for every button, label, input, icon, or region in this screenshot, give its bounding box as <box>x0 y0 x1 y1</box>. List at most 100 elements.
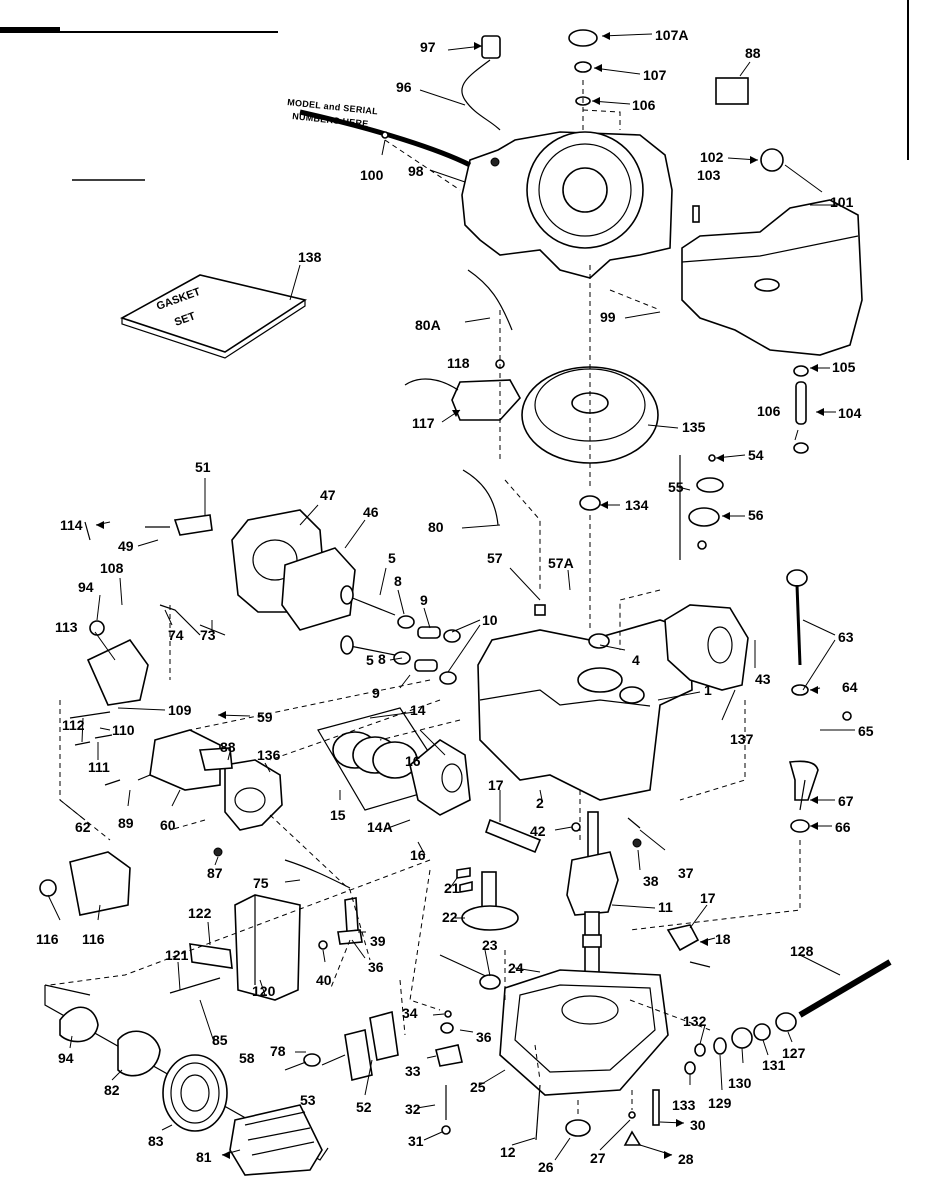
part-label-74: 74 <box>168 627 184 643</box>
part-label-136: 136 <box>257 747 281 763</box>
part-label-53: 53 <box>300 1092 316 1108</box>
part-label-40: 40 <box>316 972 332 988</box>
part-label-37: 37 <box>678 865 694 881</box>
part-label-32: 32 <box>405 1101 421 1117</box>
breather-assembly <box>579 454 724 560</box>
leader-lines <box>47 33 855 1161</box>
part-label-64: 64 <box>842 679 858 695</box>
part-label-110: 110 <box>112 722 135 738</box>
part-label-31: 31 <box>408 1133 424 1149</box>
gasket-set-box: GASKET SET <box>120 274 308 359</box>
part-label-5a: 5 <box>388 550 396 566</box>
part-label-25: 25 <box>470 1079 486 1095</box>
part-label-75: 75 <box>253 875 269 891</box>
part-label-94a: 94 <box>78 579 94 595</box>
part-label-17b: 17 <box>700 890 716 906</box>
air-cleaner <box>44 859 399 1176</box>
dipstick-tube <box>786 569 852 833</box>
part-label-114: 114 <box>60 517 83 533</box>
control-housing <box>664 604 749 691</box>
part-label-34: 34 <box>402 1005 418 1021</box>
part-label-23: 23 <box>482 937 498 953</box>
part-label-36b: 36 <box>476 1029 492 1045</box>
part-label-102: 102 <box>700 149 724 165</box>
part-label-36a: 36 <box>368 959 384 975</box>
part-label-127: 127 <box>782 1045 806 1061</box>
part-label-137: 137 <box>730 731 754 747</box>
crankcase <box>477 604 693 801</box>
linkage-brackets <box>39 604 226 916</box>
part-label-99: 99 <box>600 309 616 325</box>
part-label-80A: 80A <box>415 317 441 333</box>
part-label-100: 100 <box>360 167 384 183</box>
engine-base <box>499 969 669 1096</box>
part-label-134: 134 <box>625 497 649 513</box>
part-label-58: 58 <box>239 1050 255 1066</box>
crankshaft <box>566 811 711 983</box>
part-label-73: 73 <box>200 627 216 643</box>
part-label-107A: 107A <box>655 27 688 43</box>
part-label-132: 132 <box>683 1013 707 1029</box>
part-label-24: 24 <box>508 960 524 976</box>
part-label-88: 88 <box>745 45 761 61</box>
part-label-62: 62 <box>75 819 91 835</box>
part-label-16b: 16 <box>410 847 426 863</box>
part-label-33: 33 <box>405 1063 421 1079</box>
piston-rings <box>317 707 471 816</box>
part-label-101: 101 <box>830 194 854 210</box>
part-label-122: 122 <box>188 905 212 921</box>
part-label-66: 66 <box>835 819 851 835</box>
lower-small-parts <box>435 1010 660 1146</box>
part-label-21: 21 <box>444 880 460 896</box>
leader-arrowheads <box>96 32 824 1159</box>
part-label-117: 117 <box>412 415 435 431</box>
part-label-56: 56 <box>748 507 764 523</box>
part-label-47: 47 <box>320 487 336 503</box>
part-label-88b: 88 <box>220 739 236 755</box>
part-label-129: 129 <box>708 1095 732 1111</box>
part-label-135: 135 <box>682 419 706 435</box>
part-label-12: 12 <box>500 1144 516 1160</box>
part-label-15: 15 <box>330 807 346 823</box>
part-label-14A: 14A <box>367 819 393 835</box>
part-label-83: 83 <box>148 1133 164 1149</box>
fuel-line <box>793 365 809 454</box>
part-label-27: 27 <box>590 1150 606 1166</box>
part-label-30: 30 <box>690 1117 706 1133</box>
part-label-94b: 94 <box>58 1050 74 1066</box>
part-label-28: 28 <box>678 1151 694 1167</box>
part-label-121: 121 <box>165 947 189 963</box>
part-label-138: 138 <box>298 249 322 265</box>
blower-housing <box>461 131 673 279</box>
part-label-59: 59 <box>257 709 273 725</box>
part-label-9a: 9 <box>420 592 428 608</box>
part-label-14: 14 <box>410 702 426 718</box>
part-label-11: 11 <box>658 899 673 915</box>
part-label-42: 42 <box>530 823 546 839</box>
part-label-57A: 57A <box>548 555 574 571</box>
part-label-49: 49 <box>118 538 134 554</box>
part-label-112: 112 <box>62 717 85 733</box>
part-label-78: 78 <box>270 1043 286 1059</box>
part-label-128: 128 <box>790 943 814 959</box>
part-label-39: 39 <box>370 933 386 949</box>
part-label-87: 87 <box>207 865 223 881</box>
part-label-43: 43 <box>755 671 771 687</box>
part-label-131: 131 <box>762 1057 786 1073</box>
part-label-97: 97 <box>420 39 436 55</box>
part-label-106a: 106 <box>632 97 656 113</box>
part-label-107: 107 <box>643 67 667 83</box>
part-label-4: 4 <box>632 652 640 668</box>
part-label-18: 18 <box>715 931 731 947</box>
part-label-98: 98 <box>408 163 424 179</box>
breather-tube <box>485 817 642 854</box>
part-label-82: 82 <box>104 1082 120 1098</box>
part-label-52: 52 <box>356 1099 372 1115</box>
cylinder-head <box>84 509 356 631</box>
part-label-105a: 105 <box>832 359 856 375</box>
part-label-96: 96 <box>396 79 412 95</box>
part-label-85: 85 <box>212 1032 228 1048</box>
part-label-60: 60 <box>160 817 176 833</box>
